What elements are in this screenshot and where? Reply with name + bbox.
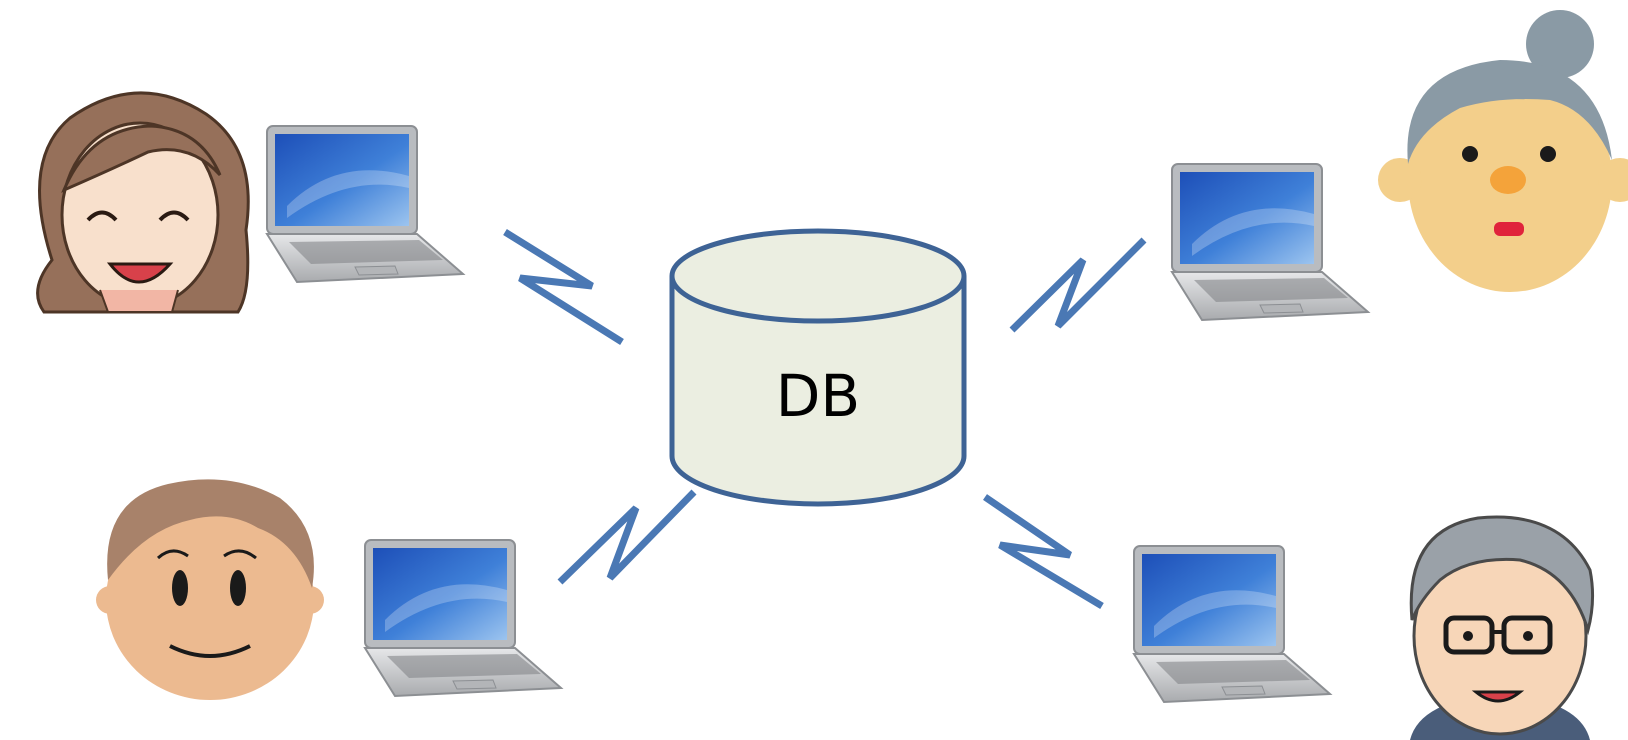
links xyxy=(503,229,1147,610)
grandfather-icon xyxy=(1409,515,1595,740)
grandmother-icon xyxy=(1378,10,1628,292)
man-icon xyxy=(96,479,324,700)
database-cylinder: DB xyxy=(669,228,967,507)
laptop-icon xyxy=(1171,163,1369,321)
laptop-icon xyxy=(364,539,562,697)
link-bottom-left xyxy=(557,489,697,585)
link-top-right xyxy=(1009,237,1147,333)
laptop-icon xyxy=(1133,545,1331,703)
laptop-icon xyxy=(266,125,464,283)
database-label: DB xyxy=(776,362,860,430)
link-bottom-right xyxy=(983,494,1104,610)
smiling-woman-icon xyxy=(36,91,250,314)
link-top-left xyxy=(503,229,624,345)
